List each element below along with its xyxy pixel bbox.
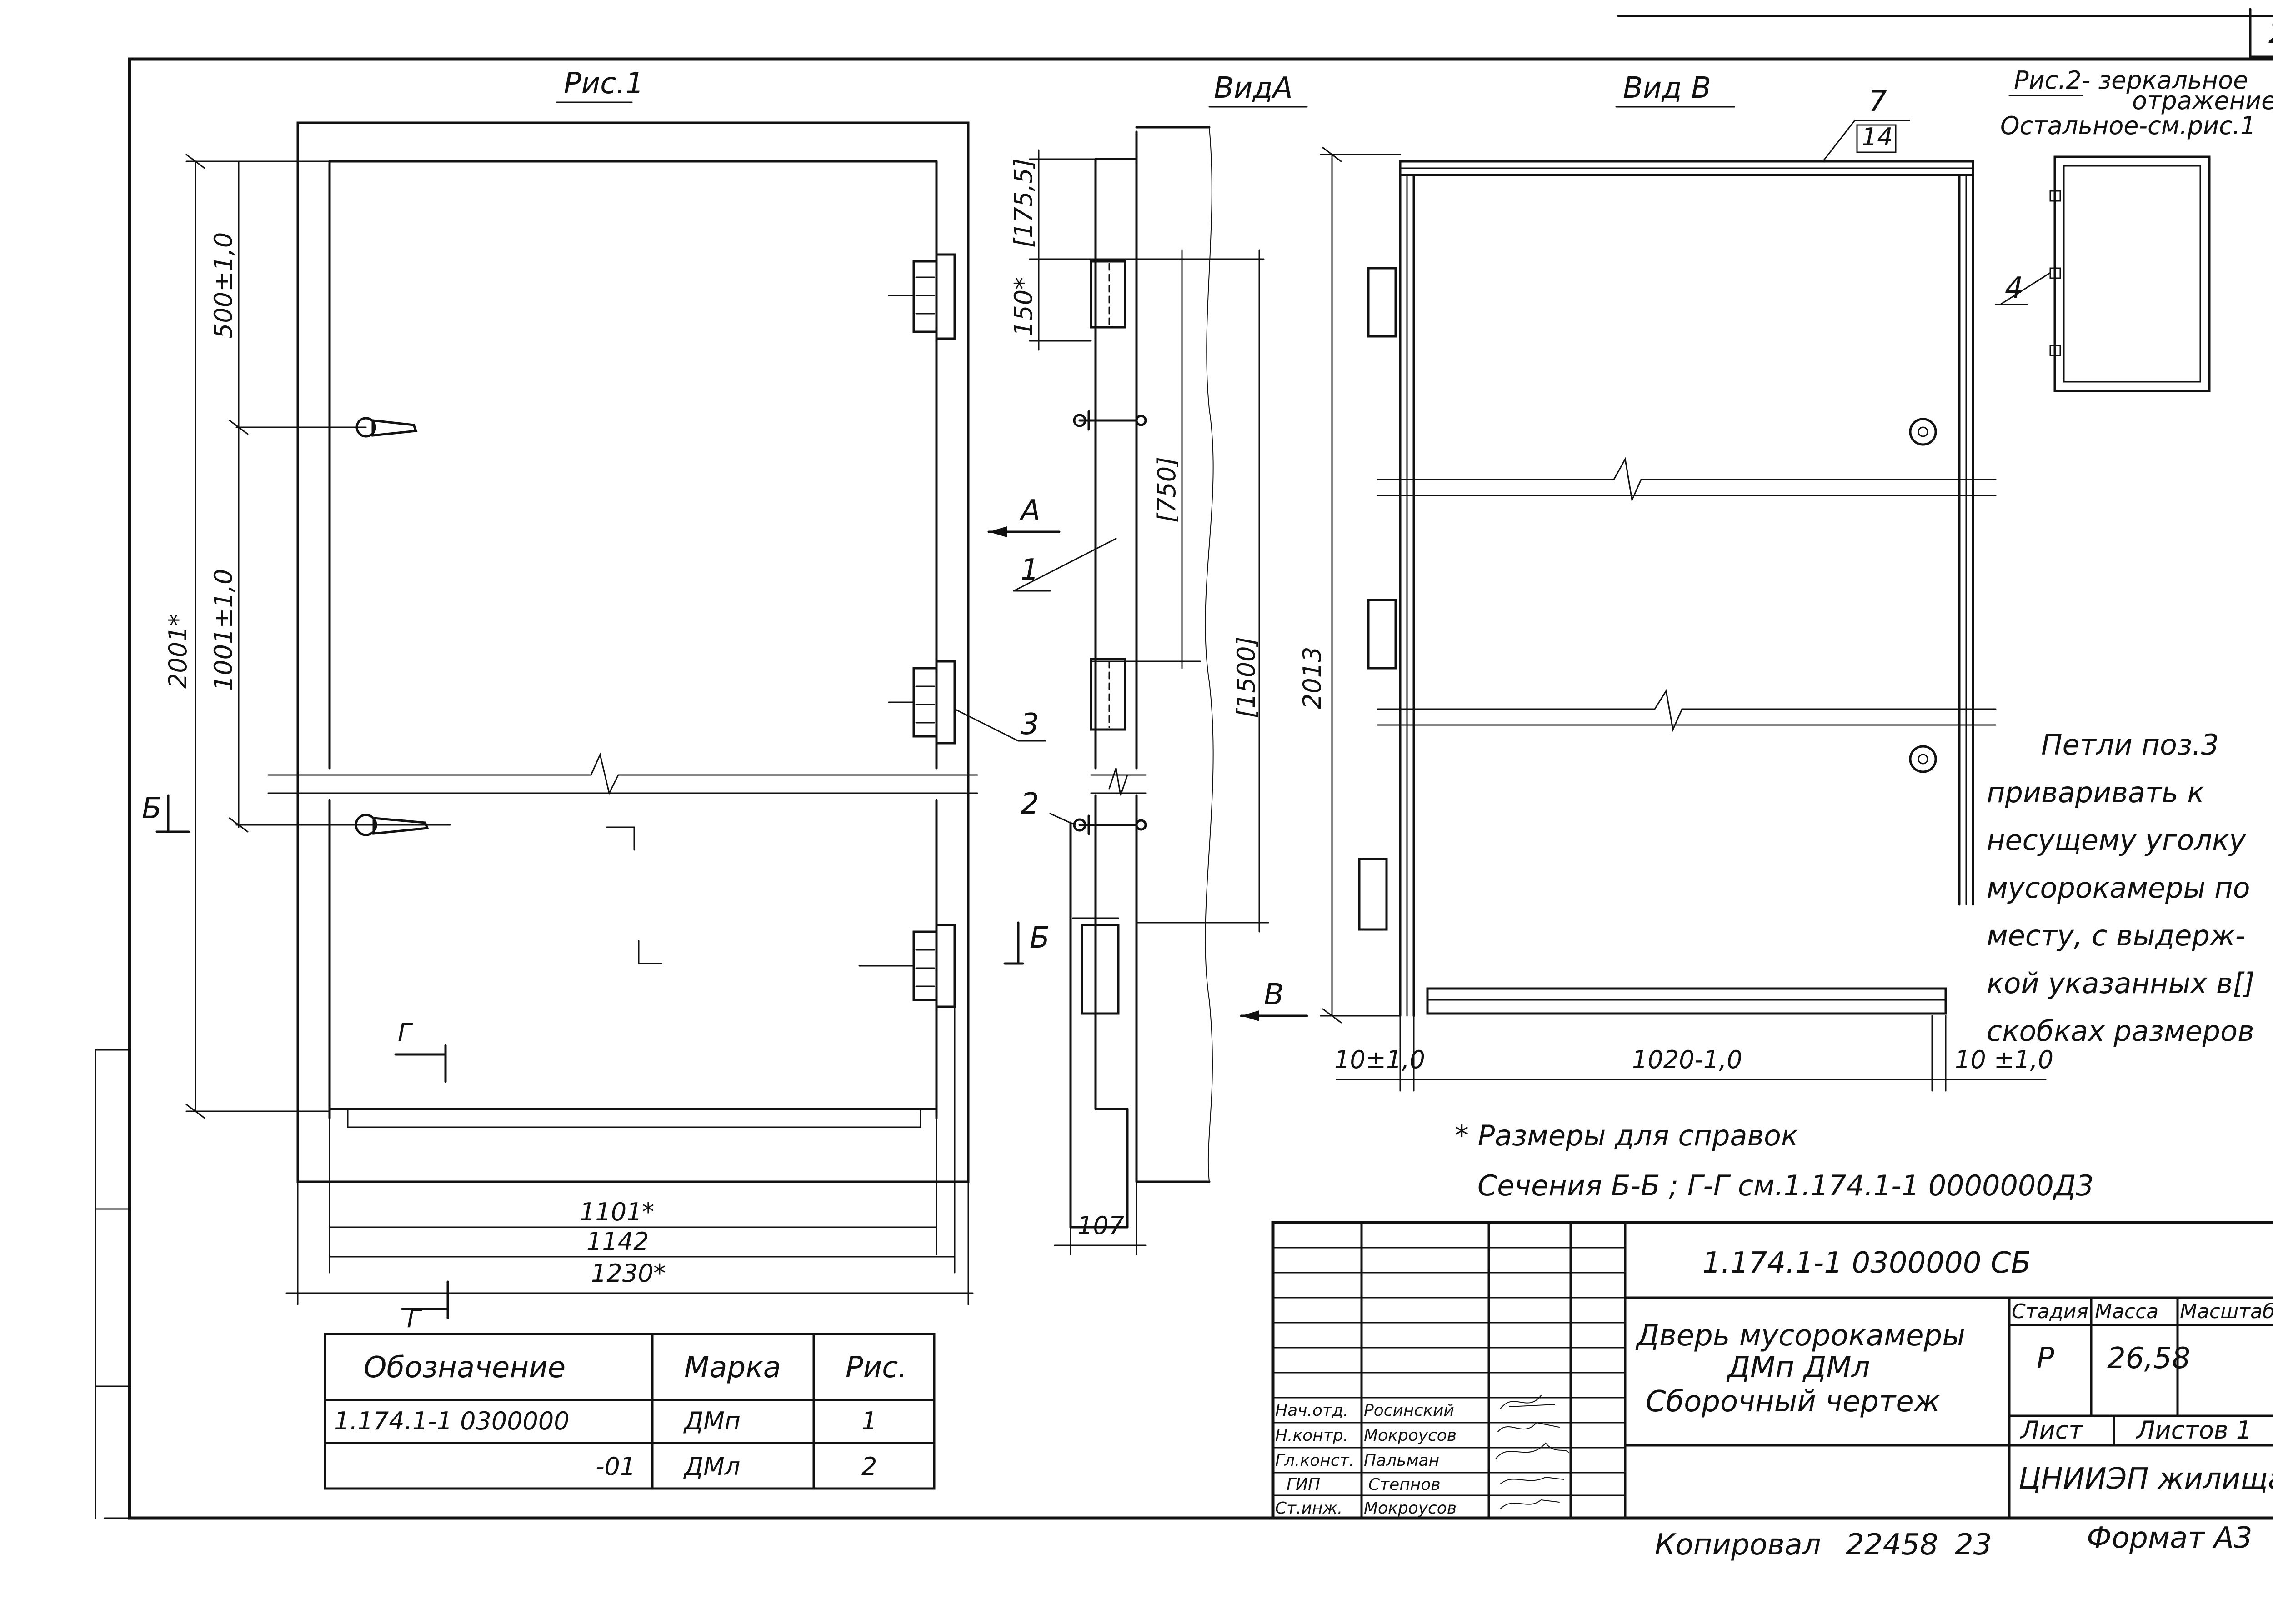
stage-value: Р — [2037, 1342, 2054, 1375]
callout-14: 14 — [1862, 123, 1893, 151]
title-name-2: ДМп ДМл — [1726, 1351, 1870, 1384]
title-name-3: Сборочный чертеж — [1646, 1385, 1940, 1419]
section-mark-b-left: Б — [142, 792, 162, 825]
dim-107: 107 — [1077, 1211, 1124, 1240]
name-3: Пальман — [1364, 1451, 1439, 1470]
sheet-number-box: 22 — [1617, 8, 2273, 58]
hinge-middle — [888, 660, 956, 745]
dim-150: 150* — [1009, 277, 1038, 336]
footer: Копировал 22458 23 Формат А3 — [1655, 1521, 2253, 1562]
organization: ЦНИИЭП жилища — [2018, 1462, 2273, 1496]
copy-sheet: 23 — [1955, 1528, 1992, 1562]
dim-500: 500±1,0 — [209, 232, 238, 339]
view-b-title: Вид В — [1623, 71, 1711, 105]
hinge-note-6: кой указанных в[] — [1987, 967, 2255, 1000]
callout-4: 4 — [2005, 271, 2023, 305]
fig2-note-3: Остальное-см.рис.1 — [2000, 111, 2256, 140]
view-a: ВидА 2 1 — [987, 71, 1308, 1255]
dim-1142: 1142 — [586, 1227, 649, 1256]
signatures — [1495, 1395, 1569, 1509]
dim-1001: 1001±1,0 — [209, 569, 238, 691]
figure-2: Рис.2- зеркальное отражение Остальное-см… — [1995, 66, 2273, 392]
name-4: Степнов — [1368, 1475, 1441, 1494]
view-b: Вид В 2013 10±1,0 — [1298, 71, 2053, 1092]
section-mark-b-right: Б — [1030, 921, 1050, 955]
dim-2001: 2001* — [164, 614, 192, 689]
name-1: Росинский — [1364, 1401, 1454, 1420]
title-code: 1.174.1-1 0300000 СБ — [1702, 1246, 2031, 1280]
callout-1: 1 — [1021, 553, 1039, 587]
stage-header: Стадия — [2012, 1300, 2088, 1323]
dim-750: [750] — [1152, 457, 1181, 523]
spec-row-1-mark: ДМп — [683, 1407, 741, 1435]
spec-row-2-mark: ДМл — [683, 1452, 740, 1481]
role-2: Н.контр. — [1275, 1426, 1348, 1445]
hinge-note-7: скобках размеров — [1987, 1014, 2254, 1048]
role-4: ГИП — [1287, 1475, 1320, 1494]
figure-1: Рис.1 — [142, 67, 1046, 1333]
dim-1020: 1020-1,0 — [1632, 1045, 1742, 1074]
role-3: Гл.конст. — [1275, 1451, 1354, 1470]
callout-3: 3 — [1021, 708, 1039, 741]
section-mark-a: А — [1019, 494, 1041, 528]
callout-2: 2 — [1021, 787, 1039, 821]
hinge-note-4: мусорокамеры по — [1987, 871, 2250, 904]
fig2-note-2: отражение — [2132, 86, 2273, 115]
title-block: 1.174.1-1 0300000 СБ Дверь мусорокамеры … — [1271, 1221, 2273, 1520]
hinge-bottom — [858, 924, 956, 1008]
dim-1101: 1101* — [580, 1198, 654, 1226]
spec-header-designation: Обозначение — [364, 1351, 566, 1384]
dim-1230: 1230* — [591, 1259, 666, 1288]
sheet-number: 22 — [2268, 17, 2273, 50]
dim-10-left: 10±1,0 — [1334, 1045, 1425, 1074]
spec-row-1-designation: 1.174.1-1 0300000 — [334, 1407, 570, 1435]
hinge-note-2: приваривать к — [1987, 776, 2204, 809]
hinge-note-1: Петли поз.3 — [2041, 728, 2219, 761]
dim-175: [175,5] — [1009, 158, 1038, 248]
hinge-top — [888, 253, 956, 340]
section-mark-v: В — [1264, 978, 1284, 1012]
copied-label: Копировал — [1655, 1528, 1821, 1562]
hinge-note-5: месту, с выдерж- — [1987, 919, 2245, 952]
spec-row-2-fig: 2 — [861, 1452, 877, 1481]
fig2-note-1: Рис.2- зеркальное — [2014, 66, 2248, 95]
spec-row-1-fig: 1 — [861, 1407, 877, 1435]
dim-1500: [1500] — [1232, 636, 1261, 718]
dim-10-right: 10 ±1,0 — [1955, 1045, 2053, 1074]
section-mark-g-door: Г — [398, 1018, 413, 1047]
spec-header-fig: Рис. — [846, 1351, 907, 1384]
fig1-title: Рис.1 — [564, 67, 644, 100]
view-a-title: ВидА — [1214, 71, 1293, 105]
role-5: Ст.инж. — [1275, 1499, 1342, 1518]
spec-header-mark: Марка — [684, 1351, 781, 1384]
spec-table: Обозначение Марка Рис. 1.174.1-1 0300000… — [324, 1333, 936, 1490]
hinge-note-3: несущему уголку — [1987, 824, 2246, 857]
callout-7: 7 — [1868, 85, 1887, 119]
drawing-frame — [128, 57, 2273, 1520]
mass-header: Масса — [2095, 1300, 2158, 1323]
hinge-note: Петли поз.3 приваривать к несущему уголк… — [1987, 728, 2255, 1048]
sheet-label: Лист — [2020, 1416, 2083, 1444]
reference-note: * Размеры для справок — [1455, 1119, 1798, 1152]
scale-header: Масштаб — [2180, 1300, 2273, 1323]
copy-number: 22458 — [1846, 1528, 1938, 1562]
title-name-1: Дверь мусорокамеры — [1635, 1319, 1965, 1353]
dim-2013: 2013 — [1298, 647, 1327, 709]
name-2: Мокроусов — [1364, 1426, 1457, 1445]
role-1: Нач.отд. — [1275, 1401, 1348, 1420]
name-5: Мокроусов — [1364, 1499, 1457, 1518]
format-label: Формат А3 — [2087, 1521, 2253, 1555]
sheets-label: Листов 1 — [2136, 1416, 2252, 1444]
mass-value: 26,58 — [2107, 1342, 2190, 1375]
spec-row-2-designation: -01 — [596, 1452, 636, 1481]
sections-note: Сечения Б-Б ; Г-Г см.1.174.1-1 0000000Д3 — [1477, 1169, 2094, 1202]
